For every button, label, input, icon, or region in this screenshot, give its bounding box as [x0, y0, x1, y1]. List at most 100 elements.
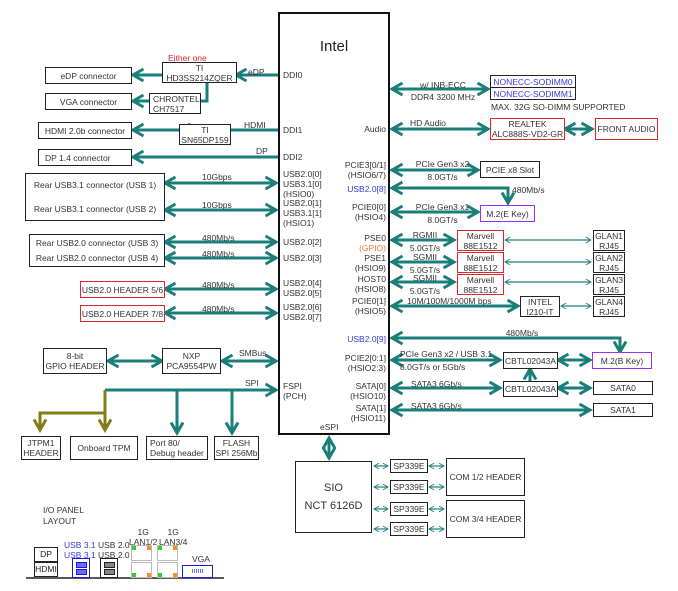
host0-link-speed: 5.0GT/s [409, 286, 441, 296]
pin-usb0-line2: USB3.1[0] [283, 179, 322, 189]
io-vga-port [182, 565, 213, 578]
rear-usb20-group: Rear USB2.0 connector (USB 3) Rear USB2.… [29, 234, 165, 267]
phy1-vendor: Marvell [466, 230, 495, 241]
nxp-chip: NXP PCA9554PW [162, 348, 221, 374]
glan4-rj45: GLAN4 RJ45 [593, 296, 625, 317]
sata0-link-speed: SATA3 6Gb/s [411, 379, 462, 389]
memory-link-bottom: DDR4 3200 MHz [410, 92, 476, 102]
chrontel-part: CH7517 [153, 103, 185, 114]
wire-tpm-bus [32, 390, 107, 434]
wire-usb8 [388, 180, 516, 207]
sata0-port: SATA0 [593, 381, 653, 395]
sp339e-transceiver-3: SP339E [390, 502, 428, 516]
realtek-codec: REALTEK ALC888S-VD2-GR [490, 118, 565, 140]
memory-link-top: w/ INB-ECC [420, 80, 466, 90]
io-lan34-label-2: LAN3/4 [159, 537, 188, 547]
io-lan12-label-1: 1G [137, 527, 149, 537]
pin-pcie3-line1: PCIE3[0/1] [344, 160, 386, 170]
wire-edp-vga [200, 82, 209, 103]
glan1-line1: GLAN1 [595, 230, 623, 241]
pin-usb0-line1: USB2.0[0] [283, 169, 322, 179]
jtpm-header: JTPM1 HEADER [21, 436, 61, 460]
lan3-led-green-icon [158, 546, 162, 550]
io-panel-title-line2: LAYOUT [43, 516, 77, 526]
chrontel-vendor: CHRONTEL [153, 93, 200, 104]
glan4-line1: GLAN4 [595, 296, 623, 307]
sata1-link-speed: SATA3 6Gb/s [411, 401, 462, 411]
codec-vendor: REALTEK [508, 119, 547, 129]
host0-link-type: SGMII [412, 273, 438, 283]
sata1-port: SATA1 [593, 403, 653, 417]
io-hdmi-port: HDMI [34, 562, 58, 577]
glan2-line1: GLAN2 [595, 252, 623, 263]
usb3-speed: 480Mb/s [202, 233, 235, 243]
io-lan4-port [157, 562, 178, 578]
pcie2-link-speed1: PCIe Gen3 x2 / USB 3.1 [400, 349, 493, 359]
pin-pcie2: PCIE2[0:1] (HSIO2:3) [345, 353, 386, 373]
usb-header-78: USB2.0 HEADER 7/8 [80, 305, 165, 322]
io-vga-label: VGA [192, 554, 210, 564]
glan2-rj45: GLAN2 RJ45 [593, 252, 625, 273]
sp339e-transceiver-2: SP339E [390, 480, 428, 494]
nic-part: I210-IT [526, 306, 554, 317]
io-usb31-ports [72, 558, 90, 578]
rear-usb4-label: Rear USB2.0 connector (USB 4) [35, 253, 159, 264]
glan3-line1: GLAN3 [595, 274, 623, 285]
pin-host0-line2: (HSIO8) [354, 284, 386, 294]
usb31-port-bottom-icon [76, 569, 87, 575]
usb-header-56: USB2.0 HEADER 5/6 [80, 281, 165, 298]
pin-usb1-line1: USB2.0[1] [283, 198, 322, 208]
marvell-phy-1: Marvell 88E1512 [457, 230, 504, 251]
pse0-link-type: RGMII [412, 230, 438, 240]
pin-usb45: USB2.0[4] USB2.0[5] [283, 278, 322, 298]
wire-usb9 [388, 330, 628, 356]
pin-ddi0: DDI0 [283, 70, 303, 80]
rear-usb3-label: Rear USB2.0 connector (USB 3) [35, 237, 159, 248]
lan1-led-green-icon [132, 546, 136, 550]
lan2-led-green-icon [132, 573, 136, 577]
pin-usb5: USB2.0[5] [283, 288, 322, 298]
io-panel-title-line1: I/O PANEL [43, 505, 84, 515]
glan4-line2: RJ45 [599, 306, 619, 317]
pin-usb9: USB2.0[9] [347, 334, 386, 344]
pcie01-link-speed: 10M/100M/1000M bps [407, 296, 492, 306]
usb1-speed: 10Gbps [202, 172, 232, 182]
pin-sata1-line1: SATA[1] [355, 403, 386, 413]
pin-fspi-line1: FSPI [283, 381, 302, 391]
ti-retimer-chip: TI SN65DP159 [179, 124, 231, 145]
gpio-header: 8-bit GPIO HEADER [43, 348, 107, 374]
hd-audio-label: HD Audio [410, 118, 446, 128]
front-audio: FRONT AUDIO [595, 118, 658, 140]
gpio-header-line2: GPIO HEADER [45, 361, 105, 371]
pse1-link-speed: 5.0GT/s [409, 265, 441, 275]
pin-usb7: USB2.0[7] [283, 312, 322, 322]
port80-line1: Port 80/ [150, 438, 180, 448]
nxp-part: PCA9554PW [166, 361, 217, 371]
pin-fspi-line2: (PCH) [283, 391, 307, 401]
pin-usb3: USB2.0[3] [283, 253, 322, 263]
usb56-speed: 480Mb/s [202, 280, 235, 290]
pin-fspi: FSPI (PCH) [283, 381, 307, 401]
sio-part: NCT 6126D [304, 500, 363, 512]
m2-e-key-slot: M.2(E Key) [480, 205, 535, 222]
port80-line2: Debug header [150, 448, 204, 458]
ti-retimer-vendor: TI [201, 124, 209, 135]
spi-flash: FLASH SPI 256Mb [214, 436, 259, 460]
vga-connector: VGA connector [45, 93, 132, 110]
either-one-note: Either one [168, 53, 207, 63]
pin-pcie00-line1: PCIE0[0] [351, 202, 386, 212]
io-usb31-label-2: USB 3.1 [64, 550, 96, 560]
cpu-title: Intel [319, 38, 349, 55]
edp-connector: eDP connector [45, 67, 132, 84]
pin-audio: Audio [364, 124, 386, 134]
com34-header: COM 3/4 HEADER [446, 500, 525, 538]
io-lan34-label: 1G LAN3/4 [159, 527, 187, 547]
io-usb20-label-1: USB 2.0 [98, 540, 130, 550]
pin-pse1-line2: (HSIO9) [354, 263, 386, 273]
intel-i210-nic: INTEL I210-IT [520, 296, 560, 317]
usb78-speed: 480Mb/s [202, 304, 235, 314]
sp339e-transceiver-1: SP339E [390, 459, 428, 473]
nic-vendor: INTEL [527, 296, 553, 307]
pin-pse1-line1: PSE1 [364, 253, 386, 263]
io-lan12-label-2: LAN1/2 [129, 537, 158, 547]
